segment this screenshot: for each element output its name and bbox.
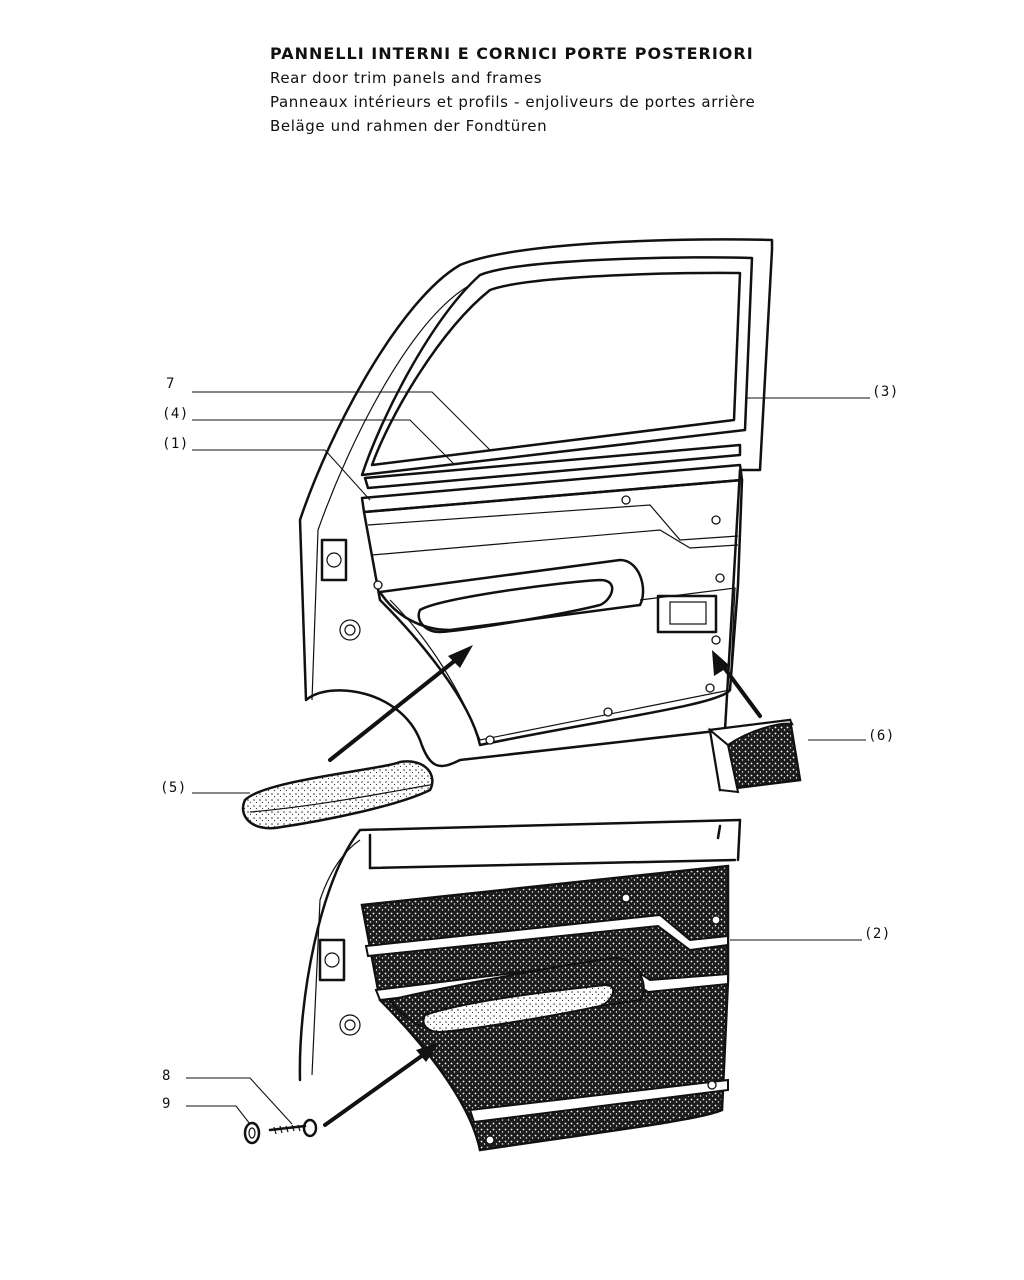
callout-2: (2)	[864, 926, 891, 942]
leader-9	[186, 1105, 251, 1125]
armrest-arrow	[328, 653, 464, 762]
title-english: Rear door trim panels and frames	[270, 69, 543, 87]
window-frame-outer	[360, 256, 754, 477]
callout-3: (3)	[872, 384, 899, 400]
leader-4	[192, 419, 456, 466]
title-german: Beläge und rahmen der Fondtüren	[270, 117, 548, 135]
armrest-part	[241, 760, 434, 830]
upper-door	[298, 238, 774, 768]
title-french: Panneaux intérieurs et profils - enjoliv…	[270, 93, 756, 111]
callout-7: 7	[166, 376, 175, 392]
title-italian: PANNELLI INTERNI E CORNICI PORTE POSTERI…	[270, 44, 754, 63]
trim-panel-outline	[362, 478, 744, 747]
window-sill-strip	[363, 443, 742, 490]
armrest-installed	[417, 578, 614, 634]
window-frame-inner	[370, 271, 742, 467]
ashtray-arrow	[718, 660, 762, 718]
door-latch	[320, 538, 348, 582]
page-header: PANNELLI INTERNI E CORNICI PORTE POSTERI…	[270, 42, 755, 138]
screw-and-washer	[243, 1118, 318, 1145]
lower-door	[298, 818, 742, 1152]
callout-1: (1)	[162, 436, 189, 452]
callout-6: (6)	[868, 728, 895, 744]
leader-7	[192, 391, 491, 451]
washer	[243, 1121, 261, 1145]
callout-4: (4)	[162, 406, 189, 422]
lower-door-shell-left	[298, 818, 742, 1082]
leader-1	[192, 449, 371, 501]
screw-arrow	[323, 1048, 432, 1127]
leader-8	[186, 1077, 293, 1125]
callout-8: 8	[162, 1068, 171, 1084]
ashtray-part	[707, 718, 802, 794]
ashtray-installed	[656, 594, 718, 634]
callout-5: (5)	[160, 780, 187, 796]
callout-9: 9	[162, 1096, 171, 1112]
upper-door-shell	[298, 238, 774, 768]
